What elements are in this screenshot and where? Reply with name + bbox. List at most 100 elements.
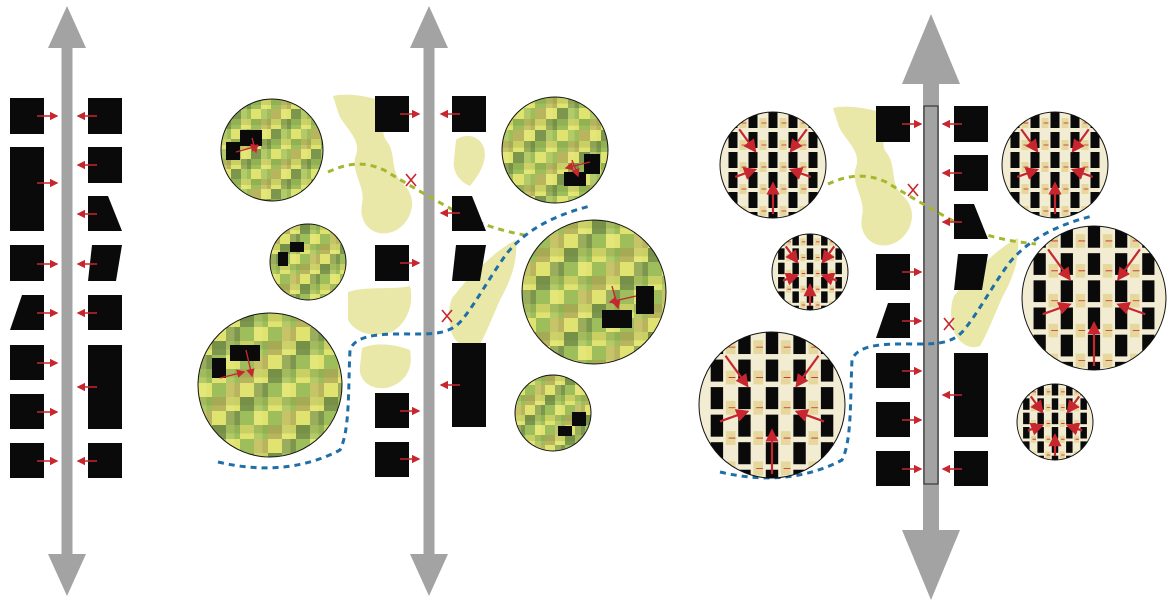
axis-frame <box>923 105 939 485</box>
building <box>808 152 818 168</box>
push-arrow-icon <box>1116 301 1146 316</box>
push-arrow-icon <box>719 409 750 423</box>
building <box>954 254 988 290</box>
building <box>1051 398 1059 410</box>
push-arrow-icon <box>784 245 799 264</box>
building <box>1080 427 1087 439</box>
building <box>788 192 798 208</box>
building <box>808 172 818 188</box>
building <box>1070 112 1080 128</box>
building <box>1090 112 1100 128</box>
push-arrow-icon <box>250 137 259 154</box>
building <box>1066 441 1073 453</box>
panel-3-axis <box>902 14 960 600</box>
panel-2-routes <box>217 162 591 470</box>
double-arrow-icon <box>902 530 960 600</box>
panel-2-crossings <box>405 173 453 323</box>
building <box>748 152 758 168</box>
panel-2-axis <box>410 6 448 596</box>
building <box>820 414 834 437</box>
building <box>1060 280 1073 303</box>
push-arrow-icon <box>1066 395 1081 414</box>
zoom-circle <box>521 219 667 365</box>
building <box>710 414 724 437</box>
building <box>835 234 842 246</box>
push-arrow-icon <box>245 349 255 378</box>
building <box>728 132 738 148</box>
push-arrow-icon <box>1042 301 1072 316</box>
push-arrow-icon <box>788 167 812 180</box>
building <box>1115 280 1128 303</box>
building <box>778 234 785 246</box>
panel-3-crossings <box>907 183 955 331</box>
double-arrow-icon <box>48 6 86 48</box>
open-space <box>951 238 1019 348</box>
building <box>1033 280 1046 303</box>
building <box>88 245 122 281</box>
zoom-circle-outline <box>719 111 827 219</box>
building <box>1066 412 1073 425</box>
building <box>808 212 818 218</box>
building <box>1080 412 1087 425</box>
building <box>452 245 486 281</box>
building <box>765 387 779 410</box>
building <box>820 469 834 478</box>
panel-1-right-buildings <box>88 98 122 478</box>
building <box>1070 192 1080 208</box>
push-arrow-icon <box>1027 422 1045 436</box>
building <box>1023 455 1030 460</box>
building <box>821 262 828 275</box>
building <box>710 387 724 410</box>
building <box>765 332 779 355</box>
building <box>793 414 806 437</box>
building <box>10 147 44 231</box>
zoom-circle-outline <box>269 223 347 301</box>
open-space <box>348 286 412 335</box>
building <box>584 154 600 174</box>
building <box>1115 253 1128 275</box>
building <box>1080 398 1087 410</box>
zoom-circle-outline <box>197 312 343 458</box>
push-arrow-icon <box>795 355 820 388</box>
building <box>710 332 724 355</box>
green-route <box>827 174 1037 246</box>
building <box>1037 427 1044 439</box>
building <box>1051 412 1059 425</box>
blue-route <box>719 214 1093 480</box>
zoom-circle <box>771 233 849 311</box>
push-arrow-icon <box>1065 422 1083 436</box>
building <box>1023 384 1030 396</box>
building <box>778 248 785 260</box>
building <box>1050 112 1060 128</box>
push-arrow-icon <box>789 128 808 153</box>
building <box>1142 226 1155 248</box>
building <box>1051 384 1059 396</box>
building <box>820 387 834 410</box>
push-arrow-icon <box>734 167 758 180</box>
building <box>778 277 785 289</box>
building <box>558 426 572 436</box>
panel-3-routes <box>719 174 1093 480</box>
building <box>778 305 785 310</box>
building <box>748 192 758 208</box>
building <box>738 442 751 465</box>
building <box>230 345 260 361</box>
building <box>788 112 798 128</box>
push-arrow-icon <box>219 369 246 379</box>
push-arrow-icon <box>564 161 591 171</box>
zoom-circle <box>501 96 609 204</box>
building <box>1051 427 1059 439</box>
building <box>806 248 814 260</box>
zoom-circle <box>514 374 592 452</box>
building <box>821 291 828 303</box>
zoom-circle <box>197 312 343 458</box>
building <box>728 172 738 188</box>
zoom-circle <box>1001 111 1109 219</box>
double-arrow-icon <box>410 554 448 596</box>
building <box>806 234 814 246</box>
building <box>821 234 828 246</box>
building <box>1030 192 1040 208</box>
zoom-circle-outline <box>220 98 324 202</box>
building <box>636 286 654 314</box>
building <box>954 204 988 239</box>
